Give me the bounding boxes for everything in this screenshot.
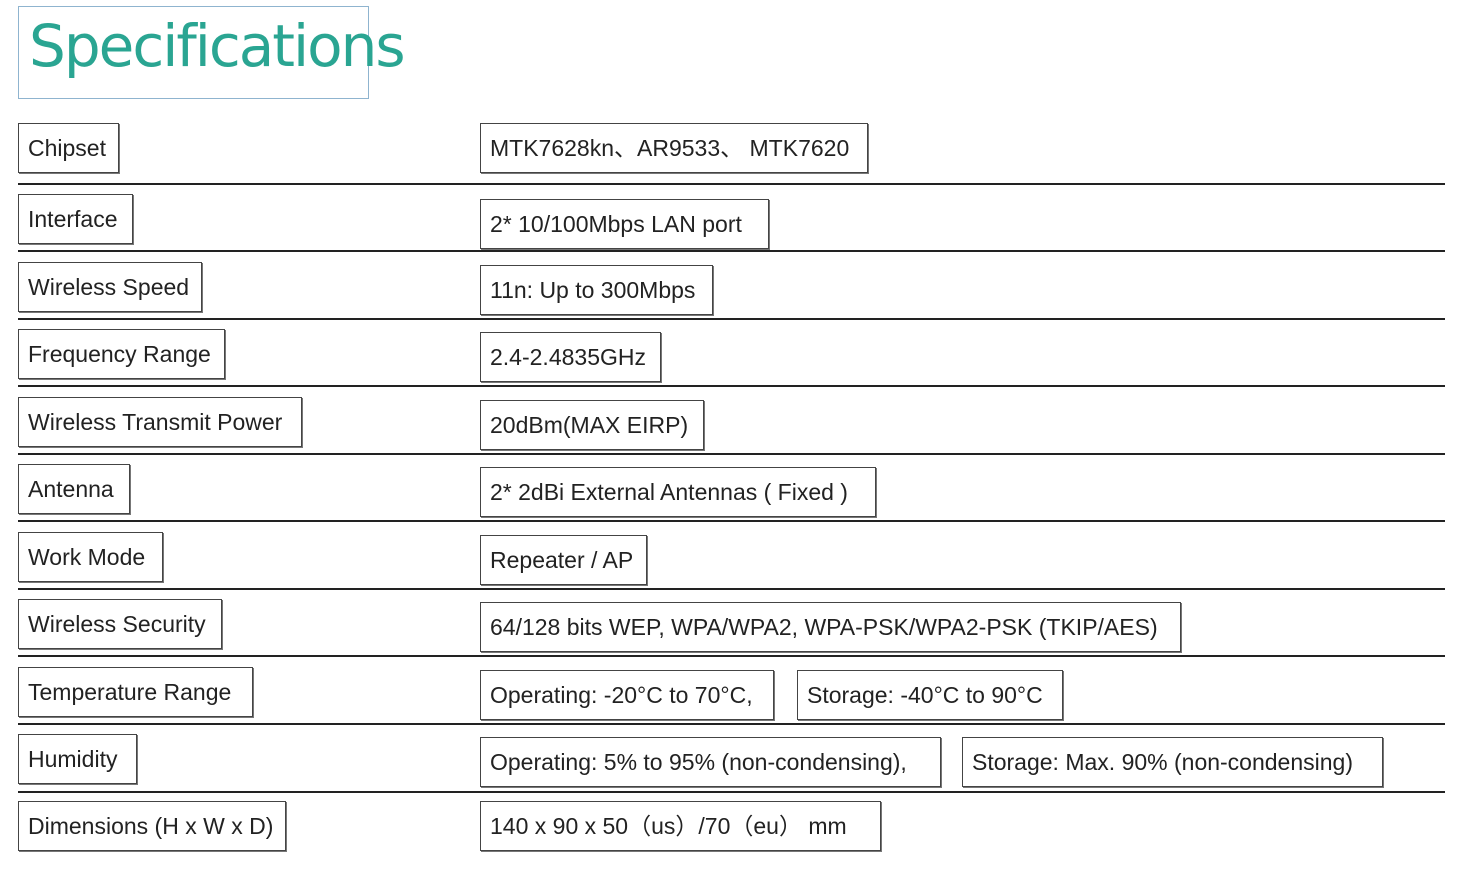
row-divider: [18, 655, 1445, 657]
spec-value: Operating: 5% to 95% (non-condensing),: [480, 737, 941, 787]
spec-value-secondary: Storage: Max. 90% (non-condensing): [962, 737, 1383, 787]
spec-label: Frequency Range: [18, 329, 225, 379]
row-divider: [18, 520, 1445, 522]
spec-label: Antenna: [18, 464, 130, 514]
row-divider: [18, 791, 1445, 793]
spec-value-secondary: Storage: -40°C to 90°C: [797, 670, 1063, 720]
spec-row-wireless-speed: Wireless Speed 11n: Up to 300Mbps: [0, 262, 1473, 330]
spec-value: 64/128 bits WEP, WPA/WPA2, WPA-PSK/WPA2-…: [480, 602, 1181, 652]
row-divider: [18, 588, 1445, 590]
page-title: Specifications: [29, 12, 406, 80]
spec-value: Operating: -20°C to 70°C,: [480, 670, 774, 720]
spec-value: 20dBm(MAX EIRP): [480, 400, 704, 450]
spec-label: Humidity: [18, 734, 137, 784]
spec-row-temperature-range: Temperature Range Operating: -20°C to 70…: [0, 667, 1473, 735]
row-divider: [18, 250, 1445, 252]
spec-row-humidity: Humidity Operating: 5% to 95% (non-conde…: [0, 734, 1473, 802]
row-divider: [18, 318, 1445, 320]
spec-value: 2* 2dBi External Antennas ( Fixed ): [480, 467, 876, 517]
spec-label: Work Mode: [18, 532, 163, 582]
spec-label: Temperature Range: [18, 667, 253, 717]
spec-label: Dimensions (H x W x D): [18, 801, 286, 851]
spec-value: 2* 10/100Mbps LAN port: [480, 199, 769, 249]
spec-row-antenna: Antenna 2* 2dBi External Antennas ( Fixe…: [0, 464, 1473, 532]
row-divider: [18, 385, 1445, 387]
row-divider: [18, 453, 1445, 455]
spec-row-dimensions: Dimensions (H x W x D) 140 x 90 x 50（us）…: [0, 801, 1473, 869]
spec-label: Wireless Speed: [18, 262, 202, 312]
spec-label: Interface: [18, 194, 133, 244]
spec-value: Repeater / AP: [480, 535, 647, 585]
row-divider: [18, 183, 1445, 185]
spec-value: 11n: Up to 300Mbps: [480, 265, 713, 315]
spec-value: 140 x 90 x 50（us）/70（eu） mm: [480, 801, 881, 851]
spec-label: Wireless Security: [18, 599, 222, 649]
spec-row-wireless-security: Wireless Security 64/128 bits WEP, WPA/W…: [0, 599, 1473, 667]
spec-row-work-mode: Work Mode Repeater / AP: [0, 532, 1473, 600]
spec-value: 2.4-2.4835GHz: [480, 332, 661, 382]
spec-label: Wireless Transmit Power: [18, 397, 302, 447]
spec-value: MTK7628kn、AR9533、 MTK7620: [480, 123, 868, 173]
spec-row-transmit-power: Wireless Transmit Power 20dBm(MAX EIRP): [0, 397, 1473, 465]
spec-row-frequency-range: Frequency Range 2.4-2.4835GHz: [0, 329, 1473, 397]
row-divider: [18, 723, 1445, 725]
spec-row-chipset: Chipset MTK7628kn、AR9533、 MTK7620: [0, 123, 1473, 191]
title-box: Specifications: [18, 6, 406, 99]
spec-label: Chipset: [18, 123, 119, 173]
spec-row-interface: Interface 2* 10/100Mbps LAN port: [0, 194, 1473, 262]
